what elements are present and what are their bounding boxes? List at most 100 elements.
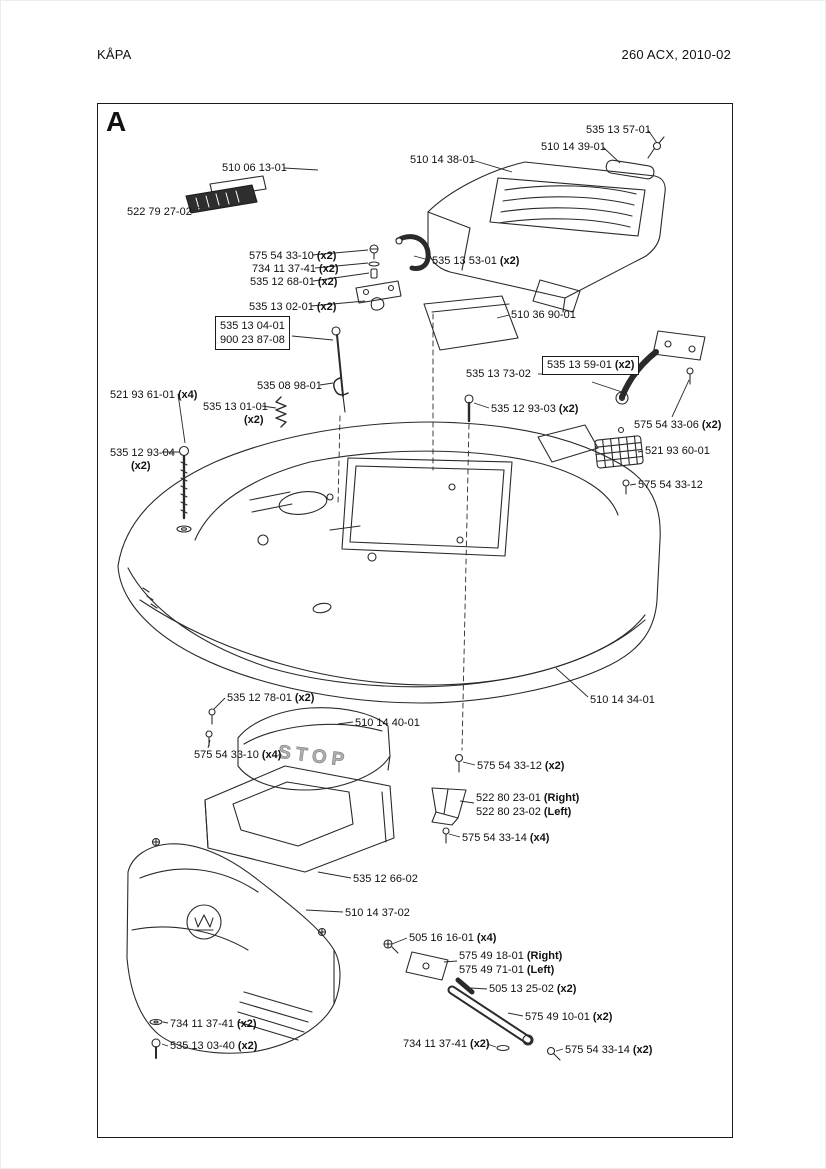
part-label: 535 12 68-01(x2) — [250, 276, 337, 289]
part-number: 575 54 33-10 — [249, 250, 314, 262]
part-number: 535 13 02-01 — [249, 301, 314, 313]
part-qty: (x2) — [614, 359, 635, 371]
part-number: 575 54 33-12 — [638, 479, 703, 491]
part-number: 535 13 03-40 — [170, 1040, 235, 1052]
part-number: 575 49 71-01 — [459, 964, 524, 976]
diagram-frame — [97, 103, 733, 1138]
part-label: 535 12 78-01(x2) — [227, 692, 314, 705]
model-reference: 260 ACX, 2010-02 — [621, 47, 731, 62]
part-label: 535 13 57-01 — [586, 124, 654, 137]
part-label-group: 535 13 04-01 900 23 87-08 — [215, 316, 290, 350]
part-qty: (x4) — [177, 389, 198, 401]
part-qty: (x4) — [529, 832, 550, 844]
part-number: 734 11 37-41 — [403, 1038, 468, 1050]
part-number: 535 12 68-01 — [250, 276, 315, 288]
part-number: 521 93 60-01 — [645, 445, 710, 457]
part-label: 535 13 53-01(x2) — [432, 255, 519, 268]
part-qty: (x2) — [592, 1011, 613, 1023]
part-label: 522 80 23-02(Left) — [476, 806, 571, 819]
part-label: 575 54 33-14(x4) — [462, 832, 549, 845]
part-qty: (x2) — [316, 301, 337, 313]
part-qty: (Right) — [543, 792, 580, 804]
part-label: 535 13 73-02 — [466, 368, 534, 381]
part-number: 510 14 34-01 — [590, 694, 655, 706]
part-number: 510 06 13-01 — [222, 162, 287, 174]
part-label: 510 36 90-01 — [511, 309, 579, 322]
part-number: 522 80 23-02 — [476, 806, 541, 818]
part-number: 505 13 25-02 — [489, 983, 554, 995]
part-label: 575 54 33-06(x2) — [634, 419, 721, 432]
part-label-group: 535 13 59-01(x2) — [542, 356, 640, 375]
part-number: 575 54 33-14 — [462, 832, 527, 844]
part-number: 535 08 98-01 — [257, 380, 322, 392]
part-number: 734 11 37-41 — [170, 1018, 235, 1030]
part-label: 522 79 27-02 — [127, 206, 195, 219]
part-qty: (x2) — [319, 263, 339, 275]
part-label: 510 14 38-01 — [410, 154, 478, 167]
part-number: 521 93 61-01 — [110, 389, 175, 401]
part-number: 522 80 23-01 — [476, 792, 541, 804]
part-label: 521 93 61-01(x4) — [110, 389, 197, 402]
part-label: 575 54 33-10(x4) — [194, 749, 281, 762]
part-qty: (x4) — [476, 932, 497, 944]
part-label: (x2) — [241, 414, 264, 427]
part-qty: (x2) — [237, 1040, 258, 1052]
part-label: 734 11 37-41(x2) — [170, 1018, 257, 1031]
part-number: 510 36 90-01 — [511, 309, 576, 321]
part-label: 510 14 37-02 — [345, 907, 413, 920]
part-number: 535 13 53-01 — [432, 255, 497, 267]
part-number: 900 23 87-08 — [220, 334, 285, 346]
part-qty: (x2) — [556, 983, 577, 995]
part-label: 521 93 60-01 — [645, 445, 713, 458]
part-label: 510 06 13-01 — [222, 162, 290, 175]
part-label: 535 13 02-01(x2) — [249, 301, 336, 314]
part-number: 535 13 59-01 — [547, 359, 612, 371]
part-number: 575 54 33-06 — [634, 419, 699, 431]
page-title: KÅPA — [97, 47, 132, 62]
part-label: 535 12 66-02 — [353, 873, 421, 886]
part-qty: (x2) — [294, 692, 315, 704]
part-qty: (x4) — [261, 749, 282, 761]
part-qty: (x2) — [470, 1038, 490, 1050]
part-label: 575 54 33-14(x2) — [565, 1044, 652, 1057]
part-label: 510 14 40-01 — [355, 717, 423, 730]
part-number: 575 49 18-01 — [459, 950, 524, 962]
part-number: 510 14 38-01 — [410, 154, 475, 166]
part-label: 535 13 03-40(x2) — [170, 1040, 257, 1053]
part-qty: (Left) — [543, 806, 572, 818]
part-number: 535 13 73-02 — [466, 368, 531, 380]
part-label: 535 12 93-04 — [110, 447, 175, 460]
part-number: 535 12 93-04 — [110, 447, 175, 459]
part-number: 535 12 93-03 — [491, 403, 556, 415]
part-label: 575 54 33-12 — [638, 479, 706, 492]
part-number: 575 49 10-01 — [525, 1011, 590, 1023]
part-qty: (x2) — [632, 1044, 653, 1056]
part-qty: (x2) — [317, 276, 338, 288]
part-number: 510 14 37-02 — [345, 907, 410, 919]
part-label: 535 08 98-01 — [257, 380, 325, 393]
part-label: 575 54 33-12(x2) — [477, 760, 564, 773]
section-letter: A — [106, 106, 127, 137]
part-number: 575 54 33-14 — [565, 1044, 630, 1056]
part-label: 535 13 01-01 — [203, 401, 268, 414]
part-number: 510 14 39-01 — [541, 141, 606, 153]
part-label: 734 11 37-41(x2) — [252, 263, 339, 276]
part-number: 535 13 01-01 — [203, 401, 268, 413]
part-number: 734 11 37-41 — [252, 263, 317, 275]
part-label: 575 49 71-01(Left) — [459, 964, 554, 977]
part-number: 575 54 33-12 — [477, 760, 542, 772]
part-label: 510 14 39-01 — [541, 141, 609, 154]
part-number: 535 13 04-01 — [220, 320, 285, 332]
part-label: 734 11 37-41(x2) — [403, 1038, 490, 1051]
part-label: 522 80 23-01(Right) — [476, 792, 579, 805]
part-qty: (Left) — [526, 964, 555, 976]
part-label: 575 49 10-01(x2) — [525, 1011, 612, 1024]
part-qty: (x2) — [131, 460, 151, 472]
part-label: 535 12 93-03(x2) — [491, 403, 578, 416]
part-number: 522 79 27-02 — [127, 206, 192, 218]
part-number: 535 12 78-01 — [227, 692, 292, 704]
part-qty: (x2) — [244, 414, 264, 426]
part-number: 535 12 66-02 — [353, 873, 418, 885]
part-label: 575 54 33-10(x2) — [249, 250, 336, 263]
